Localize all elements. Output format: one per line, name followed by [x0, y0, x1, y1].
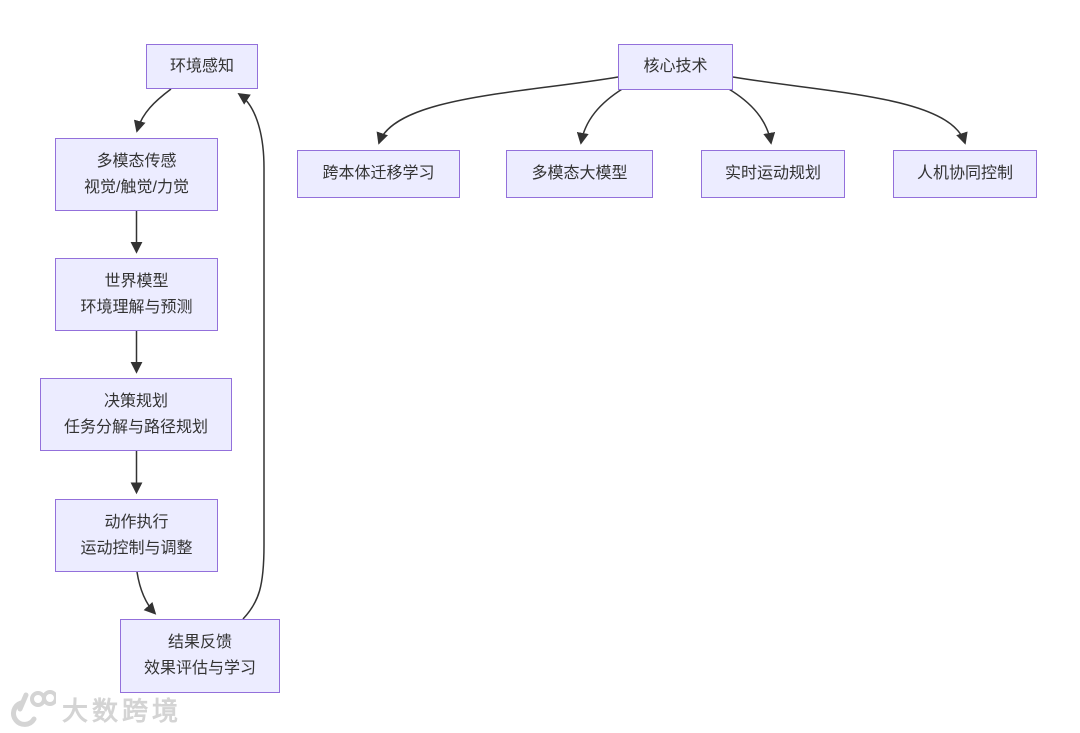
brand-logo-icon [11, 690, 56, 727]
node-sublabel: 运动控制与调整 [80, 539, 193, 557]
flow-node-env: 环境感知 [146, 44, 258, 89]
node-label: 跨本体迁移学习 [322, 165, 435, 182]
edge-root-to-human [732, 76, 968, 145]
edge-feedback-to-env-loop [237, 93, 265, 620]
tech-root-node: 核心技术 [618, 44, 733, 90]
node-label: 世界模型 [104, 272, 169, 290]
flow-node-decision: 决策规划 任务分解与路径规划 [40, 378, 232, 451]
node-label: 实时运动规划 [724, 165, 821, 182]
flow-node-world-model: 世界模型 环境理解与预测 [55, 258, 218, 331]
tech-node-realtime-motion: 实时运动规划 [701, 150, 845, 198]
flow-node-feedback: 结果反馈 效果评估与学习 [120, 619, 280, 693]
node-sublabel: 任务分解与路径规划 [63, 418, 208, 436]
edge-root-to-multimodal [576, 87, 624, 145]
edge-env-to-sensing [133, 88, 172, 133]
node-label: 结果反馈 [167, 634, 232, 651]
flow-node-action: 动作执行 运动控制与调整 [55, 499, 218, 572]
tech-node-human-robot-control: 人机协同控制 [893, 150, 1037, 198]
node-sublabel: 环境理解与预测 [80, 298, 193, 316]
flow-node-sensing: 多模态传感 视觉/触觉/力觉 [55, 138, 218, 211]
tech-node-cross-body-transfer: 跨本体迁移学习 [297, 150, 460, 198]
node-label: 人机协同控制 [916, 165, 1013, 182]
node-sublabel: 效果评估与学习 [143, 660, 256, 677]
node-label: 决策规划 [103, 392, 168, 410]
node-label: 环境感知 [169, 57, 234, 75]
node-sublabel: 视觉/触觉/力觉 [84, 178, 189, 196]
edge-action-to-feedback [136, 571, 157, 615]
node-label: 多模态大模型 [531, 165, 628, 182]
edge-root-to-transfer [376, 76, 619, 145]
tech-node-multimodal-model: 多模态大模型 [506, 150, 653, 198]
watermark-text: 大数跨境 [62, 695, 183, 726]
node-label: 动作执行 [104, 513, 169, 531]
edge-root-to-motion [727, 87, 776, 145]
node-label: 核心技术 [643, 58, 708, 75]
node-label: 多模态传感 [96, 152, 177, 170]
watermark: 大数跨境 [8, 689, 182, 729]
